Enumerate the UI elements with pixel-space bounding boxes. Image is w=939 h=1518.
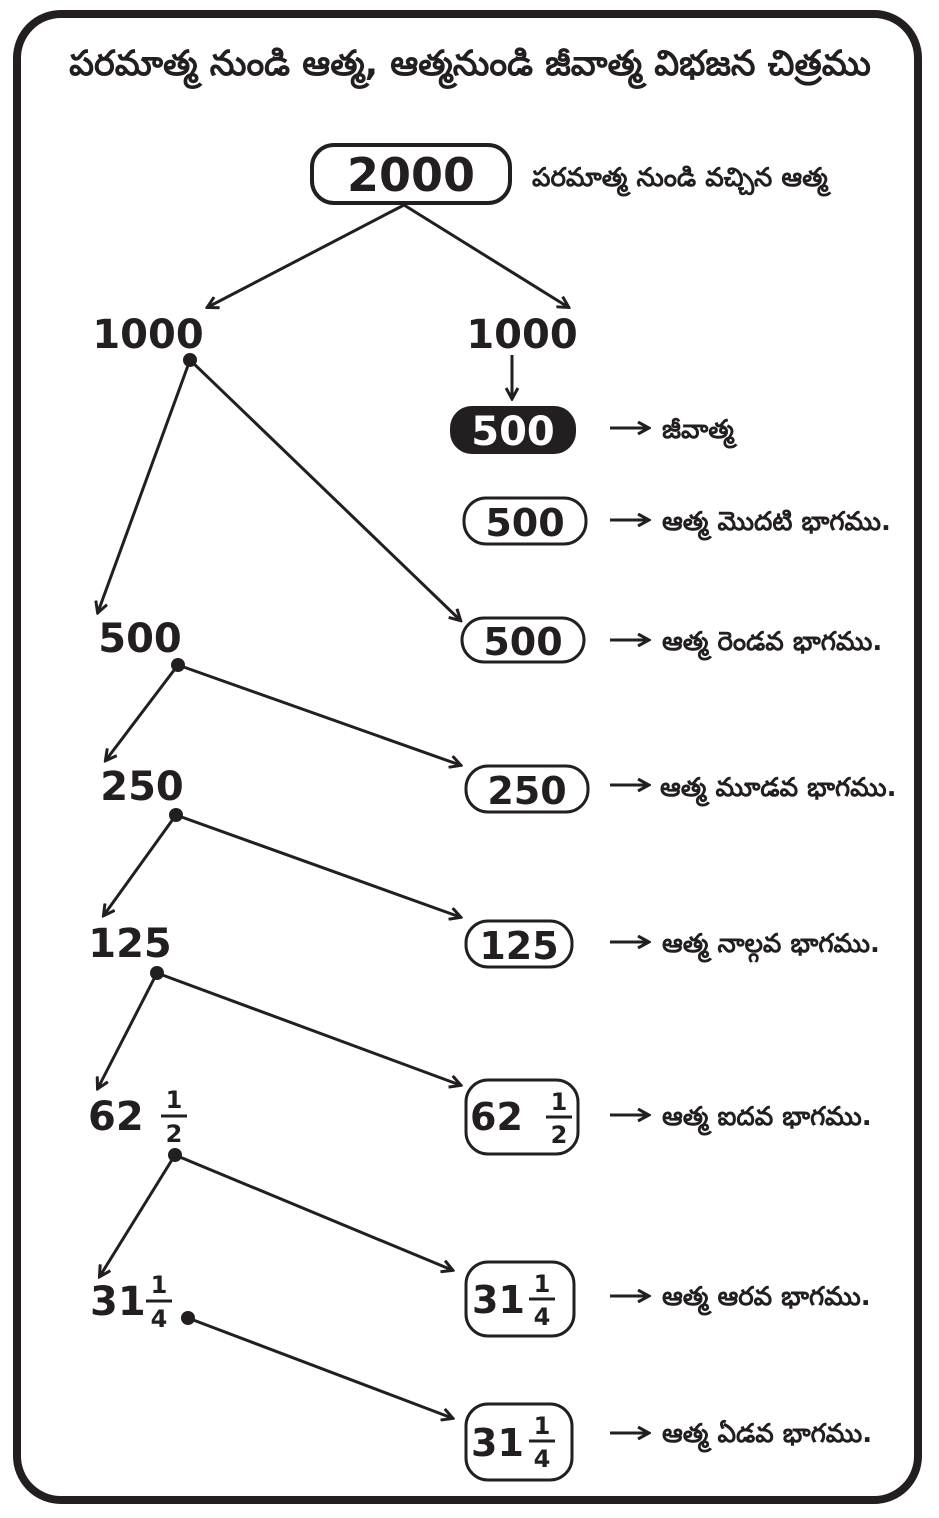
root-value: 2000 (347, 148, 475, 202)
svg-text:2: 2 (166, 1120, 183, 1148)
svg-text:62: 62 (88, 1094, 144, 1140)
part-2-node: 500 (460, 616, 586, 664)
svg-text:31: 31 (471, 1421, 524, 1465)
svg-text:1: 1 (151, 1271, 168, 1299)
arrow-1000-to-500 (98, 359, 192, 612)
svg-text:1: 1 (166, 1086, 183, 1114)
svg-text:500: 500 (485, 501, 564, 545)
arrow-250-to-125 (104, 814, 178, 915)
arrow-125-to-62 (98, 972, 159, 1088)
diagram-frame (13, 10, 922, 1504)
jeevatma-label: జీవాత్మ (662, 415, 738, 449)
svg-text:125: 125 (479, 924, 558, 968)
svg-text:31: 31 (90, 1279, 146, 1325)
arrow-250-to-part-4 (175, 813, 460, 917)
part-1-node: 500 (462, 496, 588, 546)
svg-text:2: 2 (551, 1121, 568, 1149)
arrow-500-to-part-3 (177, 663, 460, 765)
right-1000: 1000 (466, 312, 577, 358)
jeevatma-value: 500 (471, 409, 555, 455)
svg-text:62: 62 (470, 1095, 523, 1139)
svg-text:1: 1 (534, 1270, 551, 1298)
part-3-node: 250 (464, 764, 590, 814)
part-5-label: ఆత్మ ఐదవ భాగము. (662, 1102, 872, 1136)
jeevatma-node: 500 (450, 406, 576, 455)
arrow-125-to-part-5 (156, 971, 460, 1085)
part-7-node: 31 1 4 (464, 1402, 574, 1482)
left-125: 125 (88, 921, 172, 967)
arrow-root-left (208, 203, 405, 307)
svg-text:1: 1 (551, 1088, 568, 1116)
part-6-node: 31 1 4 (464, 1260, 576, 1338)
svg-text:31: 31 (472, 1278, 525, 1322)
part-4-label: ఆత్మ నాల్గవ భాగము. (662, 929, 880, 963)
arrow-root-right (403, 203, 568, 307)
svg-text:1: 1 (534, 1412, 551, 1440)
part-3-label: ఆత్మ మూడవ భాగము. (660, 773, 897, 807)
left-62-half: 62 1 2 (88, 1086, 187, 1148)
arrow-500-to-250 (106, 664, 180, 760)
svg-text:4: 4 (151, 1305, 168, 1333)
part-2-label: ఆత్మ రెండవ భాగము. (662, 627, 882, 661)
part-4-node: 125 (464, 919, 574, 969)
left-31-quarter: 31 1 4 (90, 1271, 172, 1333)
root-label: పరమాత్మ నుండి వచ్చిన ఆత్మ (532, 163, 832, 197)
root-node: 2000 (310, 143, 512, 205)
svg-text:250: 250 (487, 769, 566, 813)
left-1000: 1000 (92, 312, 203, 358)
part-1-label: ఆత్మ మొదటి భాగము. (662, 507, 891, 541)
part-7-label: ఆత్మ ఏడవ భాగము. (662, 1419, 872, 1453)
left-500: 500 (98, 616, 182, 662)
arrow-31-to-part-7 (187, 1316, 452, 1418)
arrow-62-to-31 (100, 1154, 177, 1276)
diagram-title: పరమాత్మ నుండి ఆత్మ, ఆత్మనుండి జీవాత్మ వి… (69, 44, 871, 84)
svg-text:4: 4 (534, 1303, 551, 1331)
part-5-node: 62 1 2 (464, 1078, 580, 1156)
arrow-62-to-part-6 (174, 1153, 452, 1270)
svg-text:4: 4 (534, 1445, 551, 1473)
left-250: 250 (100, 764, 184, 810)
arrow-1000-to-part-2 (188, 358, 460, 620)
part-6-label: ఆత్మ ఆరవ భాగము. (662, 1282, 871, 1316)
svg-text:500: 500 (483, 620, 562, 664)
